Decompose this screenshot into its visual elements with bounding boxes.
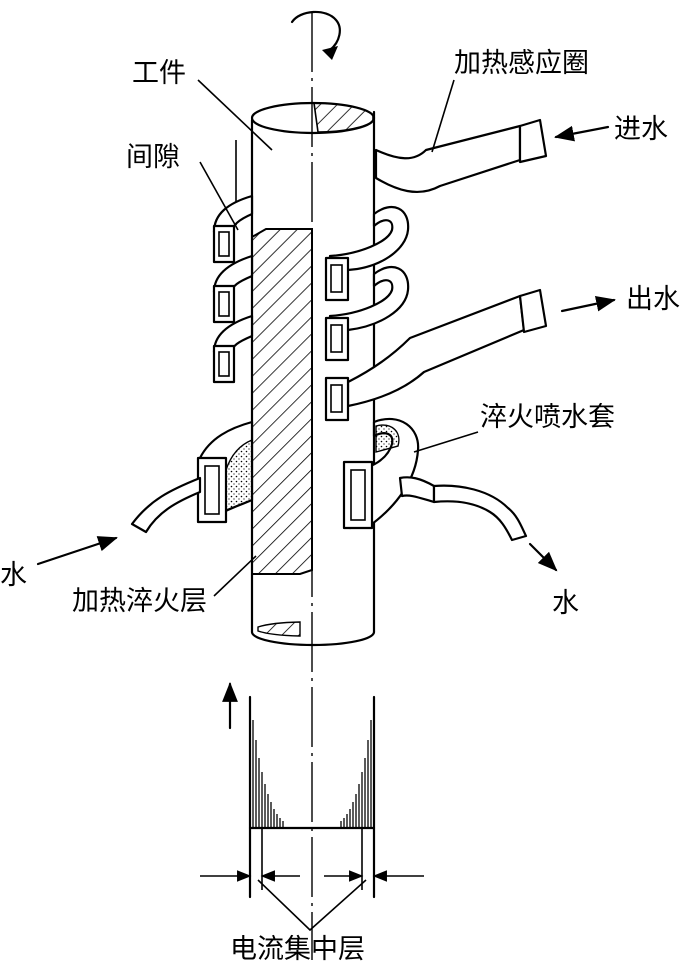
label-gap: 间隙 [126, 142, 180, 173]
water-hose-left [130, 476, 202, 534]
jacket-leader [413, 431, 479, 453]
gap-leader [199, 161, 239, 231]
water-hose-right [398, 476, 528, 542]
coil-leader [431, 79, 455, 153]
water-in-arrow [554, 125, 610, 142]
rotation-arrow-icon [290, 10, 341, 60]
label-workpiece: 工件 [132, 58, 186, 89]
workpiece-leader [197, 79, 273, 151]
label-hardened-layer: 加热淬火层 [72, 586, 207, 617]
hardened-layer-section [251, 228, 313, 575]
label-induction-coil: 加热感应圈 [454, 48, 589, 79]
hardened-layer-leader [213, 555, 257, 597]
water-right-arrow [528, 542, 558, 572]
label-water-in: 进水 [614, 114, 668, 145]
label-water-left: 水 [0, 560, 27, 591]
current-distribution-plot [200, 695, 424, 932]
induction-coil [212, 118, 548, 422]
label-water-out: 出水 [626, 284, 680, 315]
label-quench-jacket: 淬火喷水套 [480, 402, 615, 433]
quench-spray-jacket [196, 417, 420, 530]
label-water-right: 水 [552, 588, 579, 619]
water-out-arrow [560, 295, 616, 313]
water-left-arrow [36, 536, 118, 566]
label-current-layer: 电流集中层 [230, 934, 365, 965]
workpiece-shaft [250, 101, 376, 647]
